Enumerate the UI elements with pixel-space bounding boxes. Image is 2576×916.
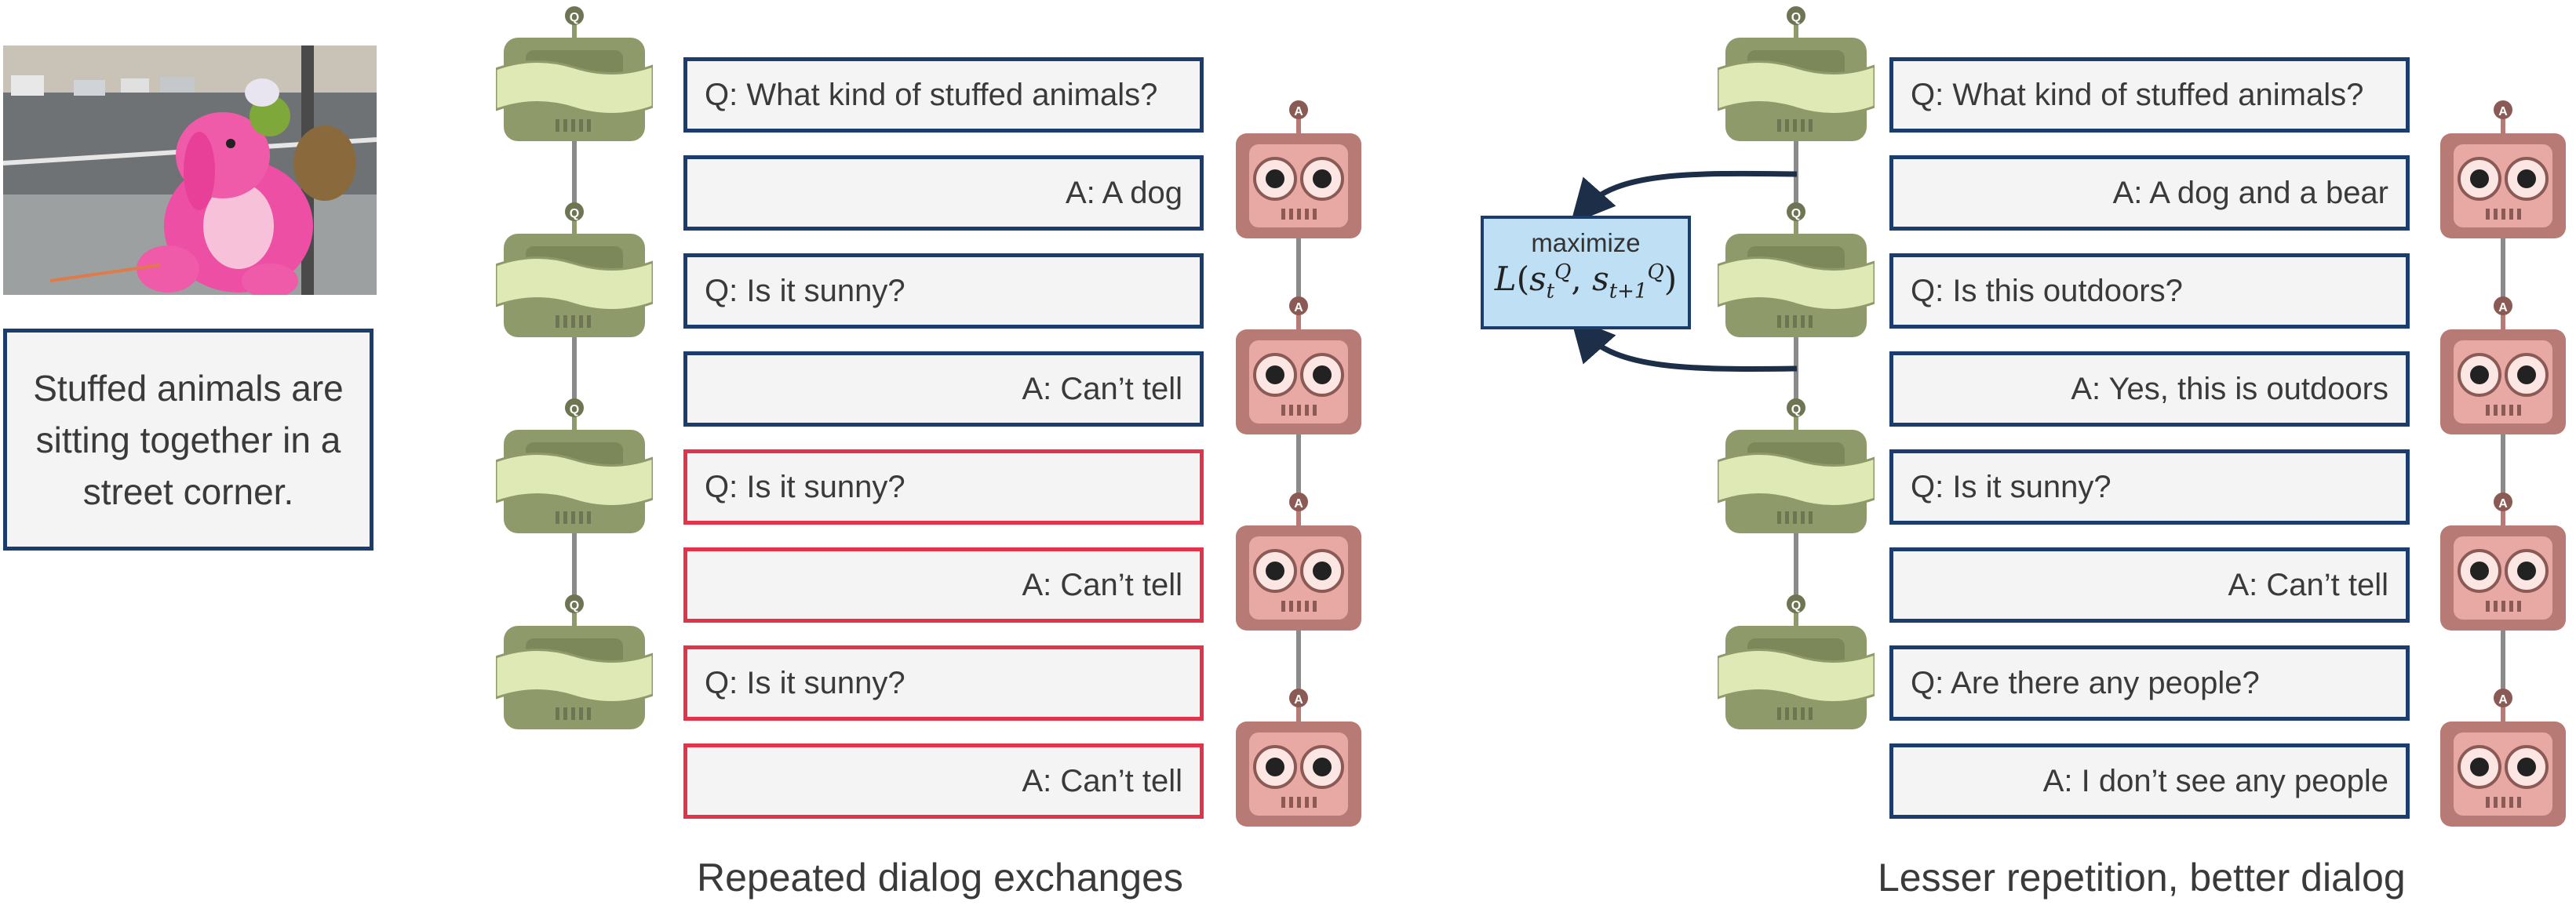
arrow-lower: [1570, 317, 1798, 372]
answerer-robot-right-0: A: [2440, 100, 2566, 238]
questioner-robot-right-2: Q: [1718, 398, 1875, 533]
questioner-robot-left-0: Q: [496, 6, 653, 141]
svg-text:Q: Q: [1791, 403, 1801, 416]
svg-text:A: A: [1294, 497, 1303, 511]
answerer-robot-left-3: A: [1236, 689, 1361, 827]
objective-label: maximize: [1531, 228, 1641, 257]
caption-text: Stuffed animals are sitting together in …: [33, 367, 344, 512]
right-dialog-4: Q: Is it sunny?: [1889, 449, 2410, 525]
svg-text:A: A: [2498, 693, 2508, 707]
left-dialog-4: Q: Is it sunny?: [683, 449, 1204, 525]
left-dialog-7: A: Can’t tell: [683, 743, 1204, 819]
objective-formula: L(stQ, st+1Q): [1494, 260, 1678, 304]
questioner-robot-left-3: Q: [496, 594, 653, 729]
questioner-robot-left-2: Q: [496, 398, 653, 533]
answerer-robot-left-0: A: [1236, 100, 1361, 238]
svg-text:Q: Q: [570, 599, 579, 612]
svg-text:Q: Q: [570, 207, 579, 220]
questioner-robot-right-3: Q: [1718, 594, 1875, 729]
arrow-upper: [1570, 170, 1798, 224]
right-dialog-3: A: Yes, this is outdoors: [1889, 351, 2410, 427]
right-dialog-6: Q: Are there any people?: [1889, 645, 2410, 721]
right-panel-label: Lesser repetition, better dialog: [1878, 856, 2406, 900]
answerer-robot-left-2: A: [1236, 493, 1361, 631]
left-dialog-1: A: A dog: [683, 155, 1204, 231]
svg-text:A: A: [2498, 497, 2508, 511]
right-dialog-1: A: A dog and a bear: [1889, 155, 2410, 231]
svg-text:Q: Q: [1791, 599, 1801, 612]
answerer-robot-left-1: A: [1236, 296, 1361, 434]
left-dialog-6: Q: Is it sunny?: [683, 645, 1204, 721]
questioner-robot-right-1: Q: [1718, 202, 1875, 337]
input-image: [3, 45, 377, 295]
questioner-robot-right-0: Q: [1718, 6, 1875, 141]
questioner-robot-left-1: Q: [496, 202, 653, 337]
svg-text:A: A: [2498, 105, 2508, 118]
image-caption: Stuffed animals are sitting together in …: [3, 329, 373, 551]
right-dialog-0: Q: What kind of stuffed animals?: [1889, 57, 2410, 133]
svg-text:A: A: [1294, 105, 1303, 118]
right-dialog-5: A: Can’t tell: [1889, 547, 2410, 623]
right-dialog-7: A: I don’t see any people: [1889, 743, 2410, 819]
answerer-robot-right-2: A: [2440, 493, 2566, 631]
right-dialog-2: Q: Is this outdoors?: [1889, 253, 2410, 329]
svg-text:Q: Q: [1791, 207, 1801, 220]
svg-text:Q: Q: [1791, 11, 1801, 24]
left-dialog-5: A: Can’t tell: [683, 547, 1204, 623]
svg-text:Q: Q: [570, 11, 579, 24]
svg-text:Q: Q: [570, 403, 579, 416]
objective-box: maximize L(stQ, st+1Q): [1481, 216, 1691, 329]
answerer-robot-right-1: A: [2440, 296, 2566, 434]
svg-text:A: A: [1294, 301, 1303, 314]
left-dialog-3: A: Can’t tell: [683, 351, 1204, 427]
left-panel-label: Repeated dialog exchanges: [697, 856, 1183, 900]
svg-text:A: A: [2498, 301, 2508, 314]
svg-text:A: A: [1294, 693, 1303, 707]
left-dialog-0: Q: What kind of stuffed animals?: [683, 57, 1204, 133]
left-dialog-2: Q: Is it sunny?: [683, 253, 1204, 329]
answerer-robot-right-3: A: [2440, 689, 2566, 827]
